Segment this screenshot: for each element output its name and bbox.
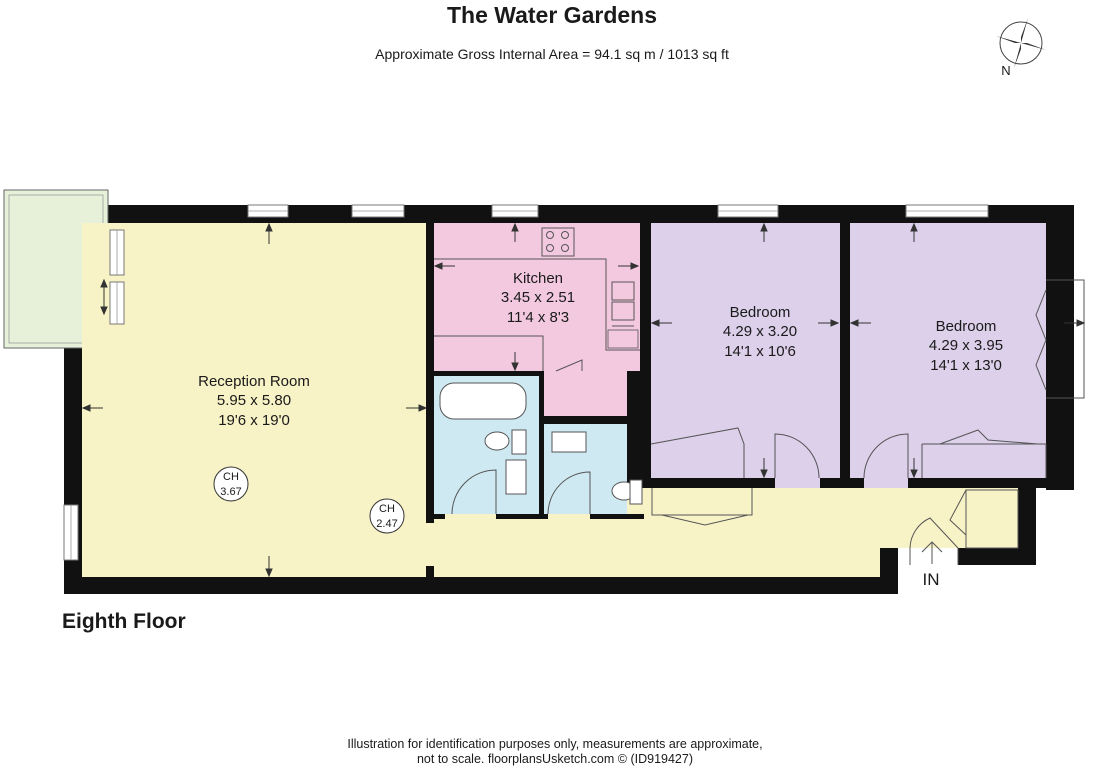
- ceiling-height-badge: CH 2.47: [369, 498, 405, 534]
- kitchen-metric: 3.45 x 2.51: [501, 289, 575, 306]
- measurement-arrows: [81, 222, 1086, 578]
- kitchen-imperial: 11'4 x 8'3: [507, 309, 569, 326]
- reception-room-imperial: 19'6 x 19'0: [218, 412, 290, 429]
- kitchen-name: Kitchen: [513, 270, 563, 287]
- ceiling-height-badge: CH 3.67: [213, 466, 249, 502]
- disclaimer-footer: Illustration for identification purposes…: [0, 737, 1104, 767]
- bedroom-2-imperial: 14'1 x 13'0: [930, 357, 1002, 374]
- kitchen-fittings: [434, 227, 640, 372]
- plan-title: The Water Gardens: [446, 2, 658, 28]
- bathroom-fittings: [439, 382, 643, 505]
- reception-room-metric: 5.95 x 5.80: [217, 392, 291, 409]
- interior-walls: [426, 205, 1074, 578]
- bedroom-doors: [650, 279, 1085, 536]
- disclaimer-line-2: not to scale. floorplansUsketch.com © (I…: [416, 752, 693, 766]
- bedroom-2-name: Bedroom: [936, 318, 997, 335]
- gross-area-text: Approximate Gross Internal Area = 94.1 s…: [375, 46, 729, 62]
- entrance-label: IN: [923, 570, 940, 589]
- ceiling-height-value: 3.67: [220, 486, 241, 498]
- bedroom-1-imperial: 14'1 x 10'6: [724, 343, 796, 360]
- ceiling-height-label: CH: [223, 471, 239, 483]
- ceiling-height-label: CH: [379, 503, 395, 515]
- ceiling-height-value: 2.47: [376, 518, 397, 530]
- bedroom-2-metric: 4.29 x 3.95: [929, 337, 1003, 354]
- bedroom-2: [850, 223, 1046, 488]
- compass-north-label: N: [1001, 63, 1010, 78]
- hall-cupboard: [965, 489, 1019, 549]
- disclaimer-line-1: Illustration for identification purposes…: [347, 737, 763, 751]
- reception-room-name: Reception Room: [198, 373, 310, 390]
- window-glazing: [70, 210, 988, 560]
- kitchen-worktop: [607, 329, 639, 349]
- entrance-door[interactable]: [909, 517, 959, 565]
- bedroom-1: [651, 223, 840, 488]
- bedroom-1-metric: 4.29 x 3.20: [723, 323, 797, 340]
- bedroom-1-name: Bedroom: [730, 304, 791, 321]
- bathroom-doors: [451, 469, 591, 515]
- floor-label: Eighth Floor: [62, 610, 186, 633]
- compass-icon: [996, 18, 1046, 68]
